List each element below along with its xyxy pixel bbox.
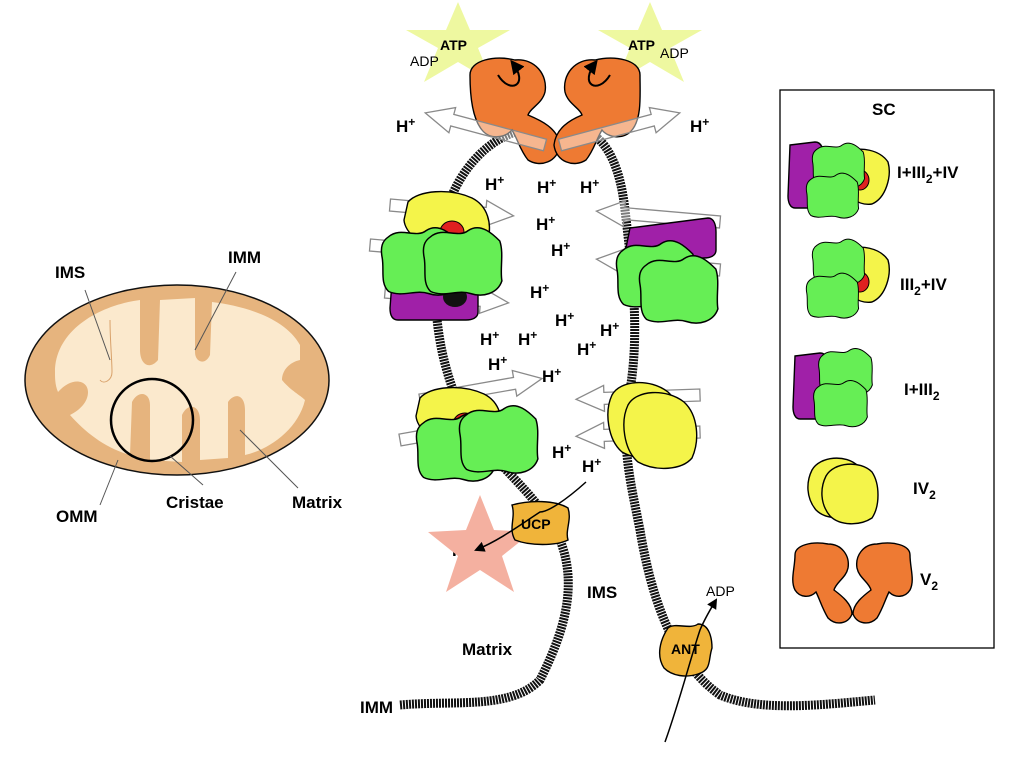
proton-label: H+ xyxy=(580,176,599,197)
adp-ant-label: ADP xyxy=(706,583,735,599)
ant-protein xyxy=(658,623,713,677)
legend-item-v2: V2 xyxy=(792,542,938,624)
adp-right-label: ADP xyxy=(660,45,689,61)
adp-left-label: ADP xyxy=(410,53,439,69)
proton-label: H+ xyxy=(488,353,507,374)
proton-label: H+ xyxy=(480,328,499,349)
proton-label: H+ xyxy=(551,239,570,260)
atp-right-label: ATP xyxy=(628,37,655,53)
cristae-highlight-circle xyxy=(109,377,195,463)
overview-matrix-label: Matrix xyxy=(292,493,343,512)
proton-label: H+ xyxy=(542,365,561,386)
proton-label: H+ xyxy=(577,338,596,359)
ant-group: ANT ADP xyxy=(658,583,735,743)
ucp-label: UCP xyxy=(521,516,551,532)
complex-iv-dimer-right xyxy=(607,381,698,469)
supercomplex-right-upper xyxy=(615,217,719,324)
legend-item-iv2: IV2 xyxy=(807,457,936,525)
supercomplex-left-lower xyxy=(415,386,539,482)
supercomplex-left-upper xyxy=(380,190,503,321)
legend-label-1: I+III2+IV xyxy=(897,163,959,186)
crista-imm-label: IMM xyxy=(360,698,393,717)
proton-label: H+ xyxy=(396,115,415,136)
proton-label: H+ xyxy=(555,309,574,330)
overview-ims-label: IMS xyxy=(55,263,85,282)
proton-label: H+ xyxy=(582,455,601,476)
overview-imm-label: IMM xyxy=(228,248,261,267)
ucp-group: UCP xyxy=(428,481,587,592)
legend-label-4: IV2 xyxy=(913,479,936,502)
atp-synthase-dimer: ATP ADP ATP ADP xyxy=(406,2,702,165)
legend-title: SC xyxy=(872,100,896,119)
overview-cristae-label: Cristae xyxy=(166,493,224,512)
legend-item-i-iii2: I+III2 xyxy=(792,347,940,428)
legend-label-3: I+III2 xyxy=(904,380,940,403)
legend-label-5: V2 xyxy=(920,570,938,593)
proton-labels: H+H+H+H+H+H+H+H+H+H+H+H+H+H+H+H+H+H+ xyxy=(396,115,709,560)
overview-omm-label: OMM xyxy=(56,507,98,526)
proton-label: H+ xyxy=(536,213,555,234)
crista-matrix-label: Matrix xyxy=(462,640,513,659)
proton-label: H+ xyxy=(600,319,619,340)
legend-label-2: III2+IV xyxy=(900,275,948,298)
proton-label: H+ xyxy=(530,281,549,302)
crista-ims-label: IMS xyxy=(587,583,617,602)
mitochondrion-overview: IMS IMM OMM Cristae Matrix xyxy=(24,248,343,526)
legend-box: SC I+III2+IV III2+IV I+III2 xyxy=(779,89,995,649)
proton-label: H+ xyxy=(552,441,571,462)
proton-label: H+ xyxy=(518,328,537,349)
proton-label: H+ xyxy=(485,173,504,194)
atp-left-label: ATP xyxy=(440,37,467,53)
atp-star-left xyxy=(406,2,510,82)
proton-label: H+ xyxy=(690,115,709,136)
proton-label: H+ xyxy=(537,176,556,197)
legend-item-iii2-iv: III2+IV xyxy=(805,238,948,319)
legend-item-i-iii2-iv: I+III2+IV xyxy=(787,141,959,219)
atp-star-right xyxy=(598,2,702,82)
